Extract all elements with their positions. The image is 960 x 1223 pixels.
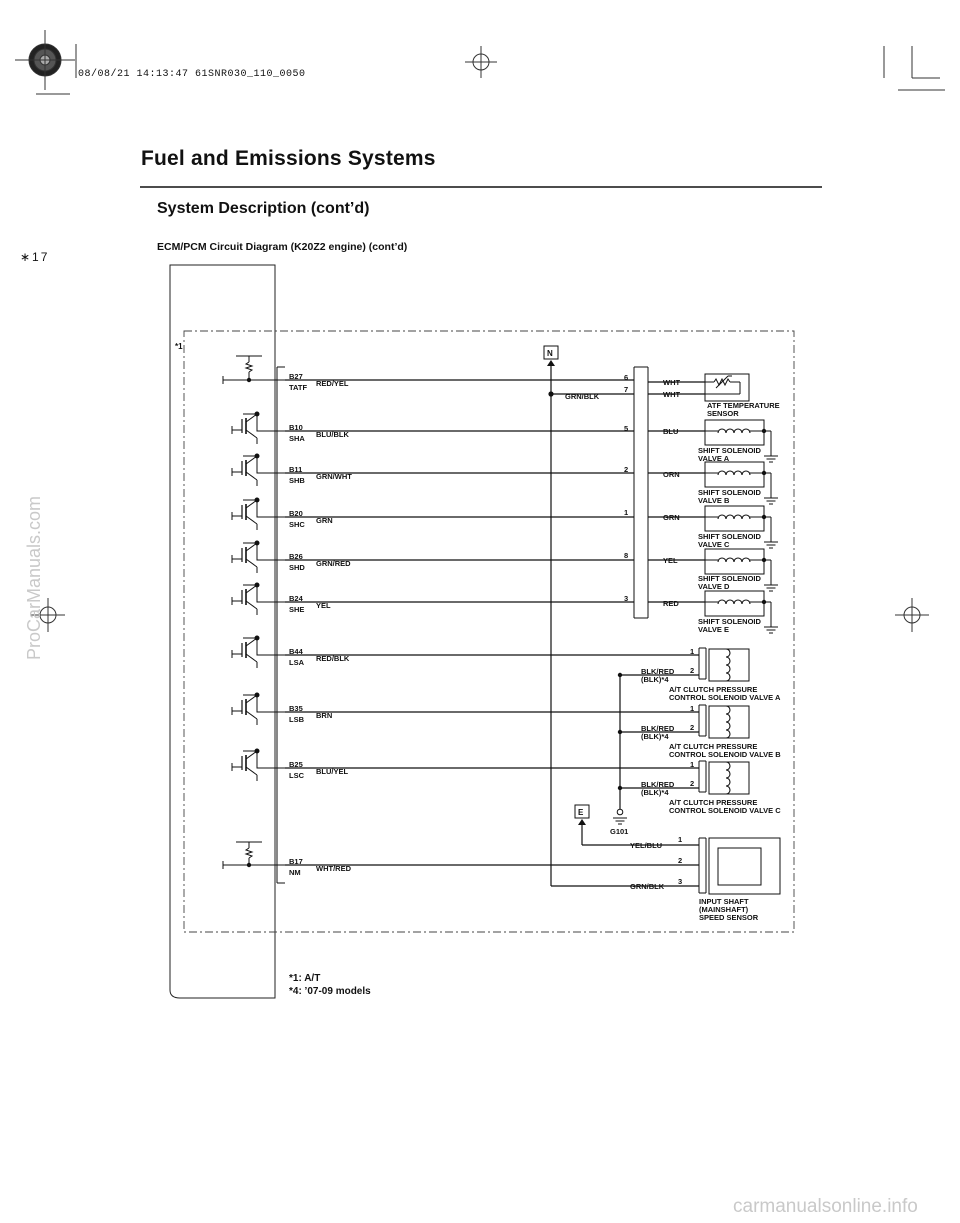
svg-text:BLK/RED(BLK)*4: BLK/RED(BLK)*4: [641, 780, 675, 797]
svg-text:GRN: GRN: [663, 513, 680, 522]
wire-color: GRN/WHT: [316, 472, 352, 481]
terminal-name: LSA: [289, 658, 305, 667]
connector-pins: 6 7 5 2 1 8 3: [624, 373, 628, 603]
svg-text:6: 6: [624, 373, 628, 382]
pin-label: B17: [289, 857, 303, 866]
ecm-terminal-labels: B27 TATF RED/YEL B10 SHA BLU/BLK B11 SHB…: [289, 372, 352, 877]
terminal-name: LSB: [289, 715, 305, 724]
wire-color: BLU/BLK: [316, 430, 349, 439]
watermark-side: ProCarManuals.com: [24, 495, 44, 660]
option-box: [183, 330, 795, 933]
pin-label: B11: [289, 465, 302, 474]
pin-label: B25: [289, 760, 303, 769]
pin-label: B10: [289, 423, 303, 432]
watermark-bottom: carmanualsonline.info: [733, 1196, 918, 1217]
diagram-title: ECM/PCM Circuit Diagram (K20Z2 engine) (…: [157, 241, 408, 253]
pin-label: B26: [289, 552, 303, 561]
svg-text:G101: G101: [610, 827, 628, 836]
terminal-name: SHE: [289, 605, 304, 614]
svg-text:2: 2: [690, 779, 694, 788]
e-reference-box: [574, 804, 590, 819]
ecm-outline: [169, 264, 276, 999]
svg-text:GRN/BLK: GRN/BLK: [630, 882, 665, 891]
option-tag: *1: [175, 342, 183, 351]
terminal-name: SHB: [289, 476, 305, 485]
svg-text:1: 1: [690, 704, 694, 713]
svg-text:7: 7: [624, 385, 628, 394]
subsection-title: System Description (cont’d): [157, 200, 370, 217]
svg-text:BLU: BLU: [663, 427, 678, 436]
margin-mark: ∗17: [20, 250, 50, 264]
pin-label: B27: [289, 372, 303, 381]
wire-color: RED/YEL: [316, 379, 349, 388]
terminal-name: NM: [289, 868, 301, 877]
n-reference-box: [543, 345, 559, 360]
wire-color: BRN: [316, 711, 332, 720]
svg-text:2: 2: [690, 723, 694, 732]
wire-color: YEL: [316, 601, 331, 610]
terminal-name: SHD: [289, 563, 305, 572]
svg-text:2: 2: [624, 465, 628, 474]
svg-text:YEL: YEL: [663, 556, 678, 565]
svg-text:RED: RED: [663, 599, 679, 608]
pin-label: B44: [289, 647, 304, 656]
svg-text:INPUT SHAFT(MAINSHAFT)SPEED SE: INPUT SHAFT(MAINSHAFT)SPEED SENSOR: [699, 897, 759, 922]
pin-label: B24: [289, 594, 304, 603]
footnote-4: *4: ’07-09 models: [289, 986, 371, 997]
svg-text:1: 1: [624, 508, 628, 517]
svg-text:2: 2: [678, 856, 682, 865]
svg-text:8: 8: [624, 551, 628, 560]
wire-color: BLU/YEL: [316, 767, 349, 776]
svg-text:BLK/RED(BLK)*4: BLK/RED(BLK)*4: [641, 724, 675, 741]
e-label: E: [578, 808, 584, 817]
svg-text:2: 2: [690, 666, 694, 675]
svg-text:3: 3: [678, 877, 682, 886]
terminal-name: TATF: [289, 383, 307, 392]
footnotes: *1: A/T *4: ’07-09 models: [289, 972, 371, 998]
svg-text:WHT: WHT: [663, 378, 680, 387]
wire-color: RED/BLK: [316, 654, 350, 663]
clutch-pin-numbers: 1 2 1 2 1 2: [690, 647, 694, 788]
print-stamp: 08/08/21 14:13:47 61SNR030_110_0050: [78, 69, 306, 80]
iss-labels: 1 2 3 YEL/BLU GRN/BLK G101: [610, 827, 682, 891]
terminal-name: SHC: [289, 520, 305, 529]
svg-text:ORN: ORN: [663, 470, 680, 479]
wire-color: WHT/RED: [316, 864, 352, 873]
footnote-1: *1: A/T: [289, 973, 321, 984]
atf-temperature-sensor: [704, 373, 750, 402]
wire-color: GRN/RED: [316, 559, 351, 568]
pin-label: B35: [289, 704, 303, 713]
svg-text:1: 1: [678, 835, 682, 844]
svg-text:YEL/BLU: YEL/BLU: [630, 841, 662, 850]
svg-text:BLK/RED(BLK)*4: BLK/RED(BLK)*4: [641, 667, 675, 684]
svg-text:1: 1: [690, 760, 694, 769]
svg-text:WHT: WHT: [663, 390, 680, 399]
input-shaft-speed-sensor: [698, 837, 781, 895]
terminal-name: LSC: [289, 771, 305, 780]
gnd-wire-label: GRN/BLK: [565, 392, 600, 401]
solenoid-wire-colors: WHT WHT BLU ORN GRN YEL RED: [663, 378, 680, 608]
svg-text:3: 3: [624, 594, 628, 603]
svg-text:5: 5: [624, 424, 628, 433]
n-label: N: [547, 349, 553, 358]
section-title: Fuel and Emissions Systems: [141, 147, 436, 170]
pin-label: B20: [289, 509, 303, 518]
wire-color: GRN: [316, 516, 333, 525]
terminal-name: SHA: [289, 434, 305, 443]
svg-text:1: 1: [690, 647, 694, 656]
